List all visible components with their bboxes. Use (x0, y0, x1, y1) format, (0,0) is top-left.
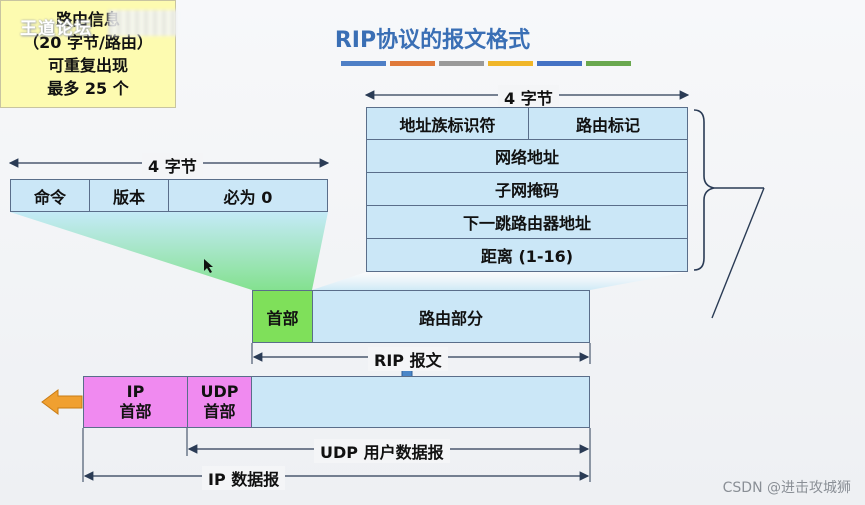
rip-header-cell: 首部 (252, 290, 313, 343)
route-info-line3: 可重复出现 (47, 56, 128, 75)
left-arrow-icon (41, 389, 83, 415)
udp-datagram-label: UDP 用户数据报 (314, 439, 450, 463)
route-info-line1: 路由信息 (55, 10, 120, 29)
title-bar-1 (341, 61, 386, 66)
title-bar-5 (537, 61, 582, 66)
field-network-address: 网络地址 (366, 139, 688, 173)
title-bar-4 (488, 61, 533, 66)
field-command: 命令 (10, 179, 90, 212)
title-color-bars (341, 61, 635, 80)
watermark-blur (108, 10, 178, 36)
ip-header-line2: 首部 (119, 402, 152, 421)
csdn-credit: CSDN @进击攻城狮 (722, 480, 851, 496)
udp-header-line2: 首部 (203, 402, 236, 421)
brace-connector-diag (711, 187, 765, 319)
title-bar-6 (586, 61, 631, 66)
rip-route-section: 路由部分 (312, 290, 590, 343)
header-fan (10, 212, 328, 290)
udp-header-cell: UDP 首部 (187, 376, 252, 428)
route-width-label: 4 字节 (498, 85, 559, 109)
watermark-text: 王道论坛 (20, 19, 92, 39)
udp-header-line1: UDP (200, 382, 239, 401)
route-info-line4: 最多 25 个 (47, 79, 129, 98)
udp-payload-cell (251, 376, 590, 428)
route-fan (312, 272, 688, 290)
field-must-be-zero: 必为 0 (168, 179, 328, 212)
mouse-cursor-icon (204, 259, 213, 273)
field-version: 版本 (89, 179, 169, 212)
field-route-tag: 路由标记 (528, 107, 688, 140)
page-title: RIP协议的报文格式 (334, 28, 531, 53)
ip-header-cell: IP 首部 (83, 376, 188, 428)
field-next-hop: 下一跳路由器地址 (366, 205, 688, 239)
ip-datagram-label: IP 数据报 (202, 466, 286, 490)
header-width-label: 4 字节 (142, 153, 203, 177)
route-brace (693, 109, 715, 271)
rip-message-label: RIP 报文 (368, 347, 448, 371)
title-bar-2 (390, 61, 435, 66)
title-bar-3 (439, 61, 484, 66)
field-address-family: 地址族标识符 (366, 107, 529, 140)
field-subnet-mask: 子网掩码 (366, 172, 688, 206)
route-info-line2: （20 字节/路由） (23, 33, 153, 52)
field-distance: 距离 (1-16) (366, 238, 688, 272)
ip-header-line1: IP (126, 382, 145, 401)
